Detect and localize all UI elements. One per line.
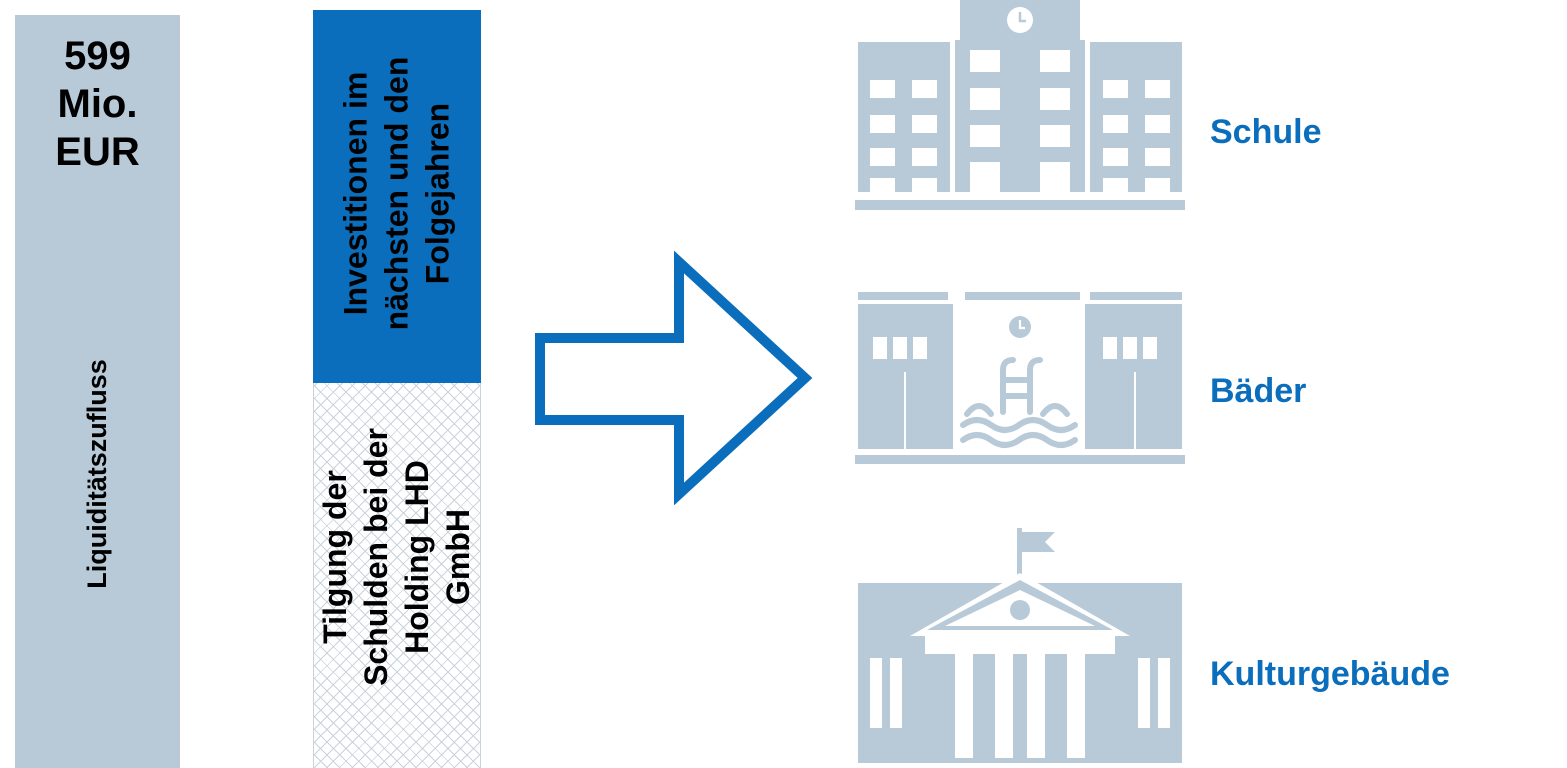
target-label-schule: Schule xyxy=(1210,113,1322,151)
liquidity-label: Liquiditätszufluss xyxy=(82,359,112,589)
target-label-baeder: Bäder xyxy=(1210,372,1307,410)
liquidity-amount-line-1: 599 xyxy=(64,34,131,78)
investment-line-3: Folgejahren xyxy=(419,102,456,285)
liquidity-amount-line-3: EUR xyxy=(55,130,140,174)
repayment-line-2: Schulden bei der xyxy=(358,428,394,686)
liquidity-amount-line-2: Mio. xyxy=(57,82,138,126)
repayment-line-4: GmbH xyxy=(440,509,476,605)
culture-building-icon xyxy=(858,528,1182,763)
investment-text: Investitionen im nächsten und den Folgej… xyxy=(336,14,459,374)
liquidity-amount: 599 Mio. EUR xyxy=(15,32,180,176)
investment-line-1: Investitionen im xyxy=(337,71,374,316)
repayment-text: Tilgung der Schulden bei der Holding LHD… xyxy=(315,387,479,727)
repayment-line-3: Holding LHD xyxy=(399,460,435,654)
school-building-icon xyxy=(855,0,1185,210)
investment-line-2: nächsten und den xyxy=(378,56,415,331)
repayment-box xyxy=(313,383,481,768)
right-arrow-icon xyxy=(535,250,813,505)
swimming-bath-icon xyxy=(855,292,1185,464)
liquidity-column xyxy=(15,15,180,768)
investment-box xyxy=(313,10,481,383)
repayment-line-1: Tilgung der xyxy=(317,470,353,644)
target-label-kultur: Kulturgebäude xyxy=(1210,655,1450,693)
